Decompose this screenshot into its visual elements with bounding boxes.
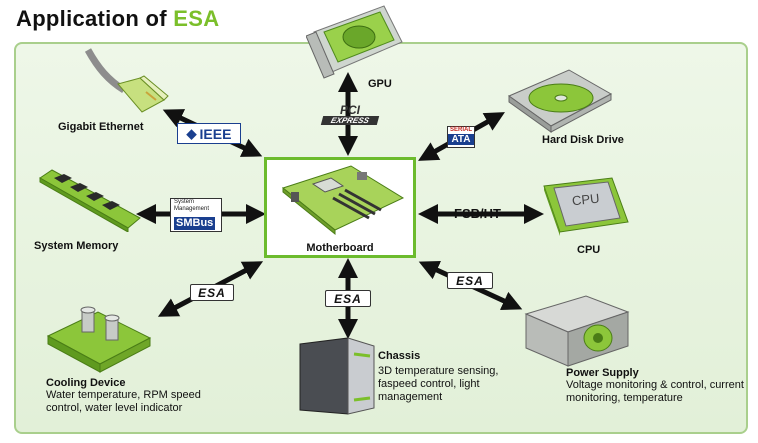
memory-module-icon [39, 169, 141, 232]
pci-express-top: PCI [339, 103, 360, 117]
pci-express-bottom: EXPRESS [320, 116, 380, 125]
page-title: Application of ESA [16, 6, 219, 32]
hdd-label: Hard Disk Drive [542, 134, 624, 146]
serial-ata-logo: SERIAL ATA [447, 126, 475, 148]
cpu-chip-text: CPU [571, 190, 601, 209]
psu-desc: Voltage monitoring & control, current mo… [566, 379, 744, 404]
serial-ata-bottom: ATA [448, 134, 474, 145]
graphics-card-icon [306, 5, 403, 79]
title-prefix: Application of [16, 6, 167, 31]
water-block-icon [46, 306, 152, 373]
ieee-text: IEEE [199, 125, 232, 142]
motherboard-box: Motherboard [264, 157, 416, 258]
chassis-desc: 3D temperature sensing, faspeed control,… [378, 365, 499, 403]
cpu-icon [543, 177, 629, 236]
gpu-label: GPU [368, 78, 392, 90]
pci-express-logo: PCI EXPRESS [320, 103, 380, 126]
psu-label: Power Supply [566, 367, 639, 379]
cooling-label: Cooling Device [46, 377, 126, 389]
esa-logo-psu: ESA [447, 272, 493, 289]
motherboard-icon [281, 165, 405, 236]
cooling-desc: Water temperature, RPM speed control, wa… [46, 389, 201, 414]
cpu-label: CPU [577, 244, 601, 256]
chassis-icon [299, 337, 375, 415]
serial-ata-top: SERIAL [449, 127, 472, 133]
smbus-logo: System Management SMBus [170, 198, 222, 232]
smbus-bottom: SMBus [174, 217, 216, 230]
title-brand: ESA [173, 6, 220, 31]
esa-logo-cooling: ESA [190, 284, 234, 301]
smbus-top: System [174, 199, 195, 205]
hard-disk-icon [507, 69, 613, 133]
smbus-middle: Management [174, 206, 210, 212]
memory-label: System Memory [34, 240, 119, 252]
ieee-logo: ◆ IEEE [177, 123, 241, 144]
power-supply-icon [524, 295, 630, 367]
ethernet-label: Gigabit Ethernet [58, 121, 144, 133]
motherboard-label: Motherboard [306, 242, 374, 254]
ethernet-cable-icon [84, 48, 169, 113]
esa-logo-chassis: ESA [325, 290, 371, 307]
fsb-ht-label: FSB/HT [454, 206, 501, 221]
chassis-label: Chassis [378, 350, 421, 362]
ieee-diamond-icon: ◆ [186, 125, 197, 141]
